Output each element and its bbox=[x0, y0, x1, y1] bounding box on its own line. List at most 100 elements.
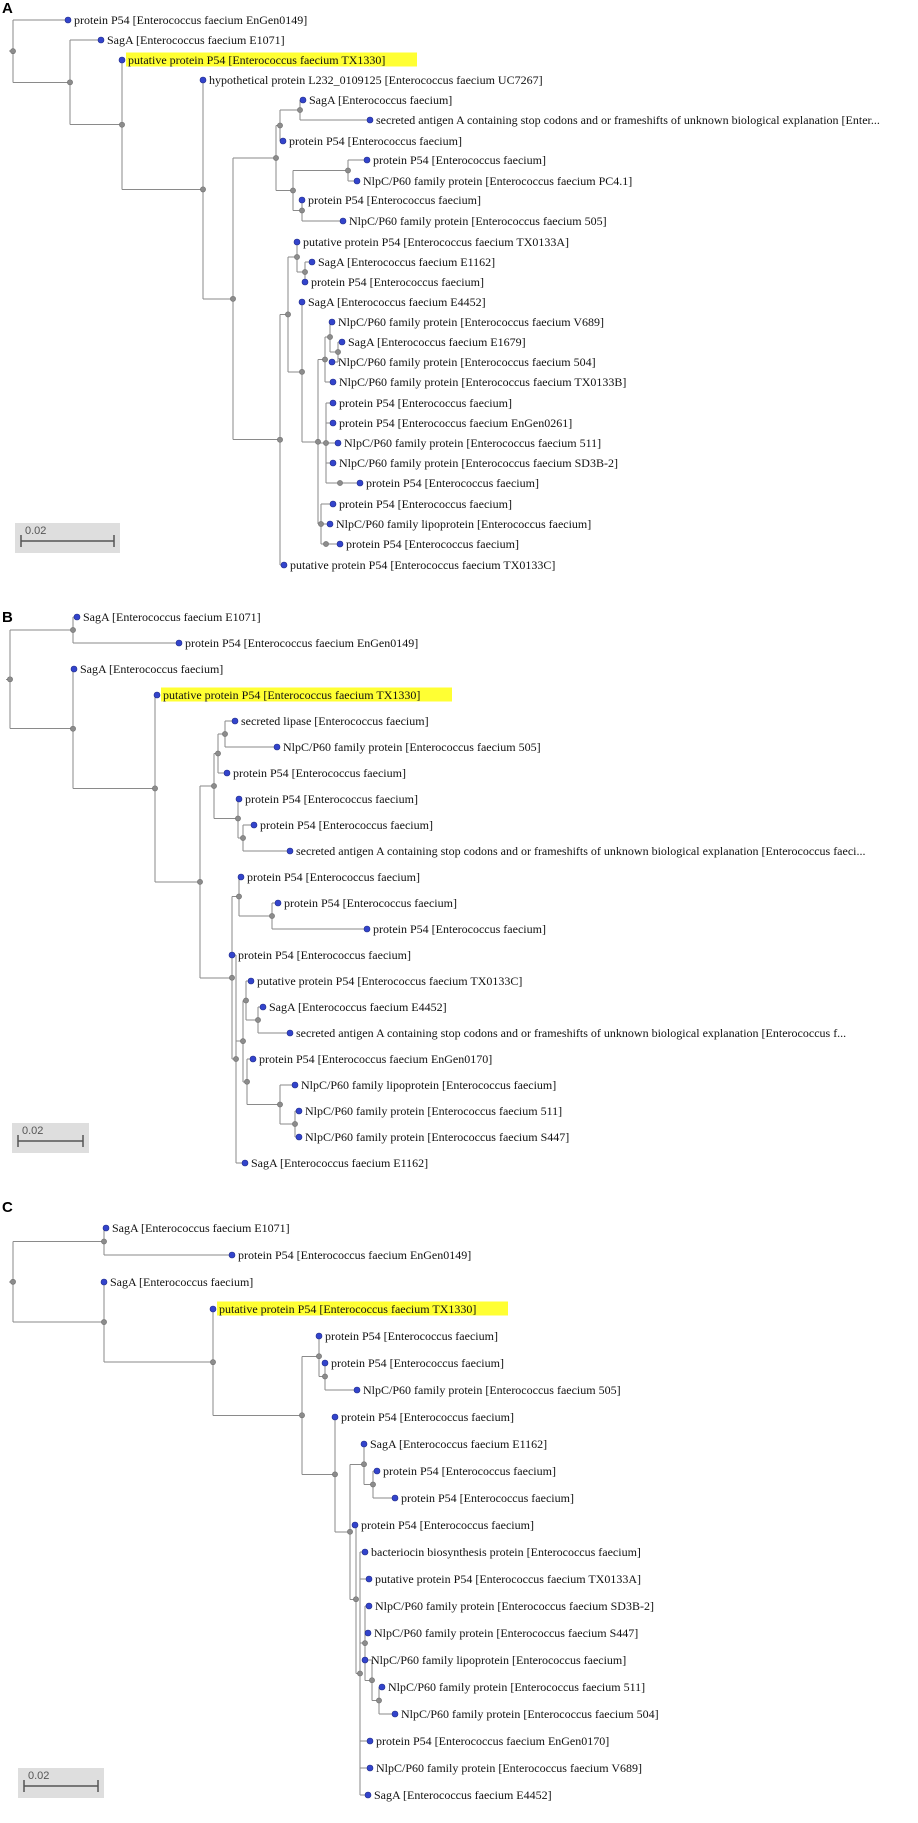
internal-node bbox=[299, 1412, 305, 1419]
internal-node bbox=[345, 167, 351, 174]
leaf-label: protein P54 [Enterococcus faecium] bbox=[247, 870, 420, 884]
leaf-node bbox=[339, 217, 347, 225]
leaf-node bbox=[209, 1305, 217, 1313]
leaf-node bbox=[365, 1602, 373, 1610]
leaf-node bbox=[351, 1521, 359, 1529]
internal-node bbox=[315, 438, 321, 445]
leaf-node bbox=[199, 76, 207, 84]
leaf-node bbox=[328, 318, 336, 326]
leaf-label: protein P54 [Enterococcus faecium] bbox=[339, 497, 512, 511]
leaf-node bbox=[286, 1029, 294, 1037]
leaf-label: putative protein P54 [Enterococcus faeci… bbox=[290, 558, 555, 572]
leaf-label: protein P54 [Enterococcus faecium EnGen0… bbox=[376, 1734, 609, 1748]
leaf-label: NlpC/P60 family protein [Enterococcus fa… bbox=[363, 174, 632, 188]
leaf-label: protein P54 [Enterococcus faecium] bbox=[325, 1329, 498, 1343]
internal-node bbox=[302, 269, 308, 275]
internal-node bbox=[322, 356, 328, 363]
leaf-label: NlpC/P60 family protein [Enterococcus fa… bbox=[376, 1761, 642, 1775]
leaf-node bbox=[100, 1278, 108, 1286]
leaf-label: NlpC/P60 family lipoprotein [Enterococcu… bbox=[371, 1653, 626, 1667]
leaf-node bbox=[329, 419, 337, 427]
leaf-label: protein P54 [Enterococcus faecium] bbox=[245, 792, 418, 806]
leaf-label: NlpC/P60 family lipoprotein [Enterococcu… bbox=[301, 1078, 556, 1092]
internal-node bbox=[353, 1596, 359, 1603]
leaf-node bbox=[391, 1710, 399, 1718]
leaf-node bbox=[250, 821, 258, 829]
internal-node bbox=[101, 1238, 107, 1245]
leaf-node bbox=[228, 951, 236, 959]
leaf-node bbox=[259, 1003, 267, 1011]
scale-bar-background bbox=[18, 1768, 104, 1798]
leaf-label: putative protein P54 [Enterococcus faeci… bbox=[128, 53, 385, 67]
leaf-label: NlpC/P60 family protein [Enterococcus fa… bbox=[283, 740, 541, 754]
leaf-label: secreted antigen A containing stop codon… bbox=[376, 113, 880, 127]
internal-node bbox=[294, 254, 300, 260]
leaf-node bbox=[235, 795, 243, 803]
leaf-node bbox=[249, 1055, 257, 1063]
internal-node bbox=[210, 1359, 216, 1366]
internal-node bbox=[362, 1640, 368, 1647]
leaf-node bbox=[274, 899, 282, 907]
scale-bar-background bbox=[15, 523, 120, 553]
internal-node bbox=[70, 627, 76, 633]
leaf-node bbox=[153, 691, 161, 699]
leaf-node bbox=[363, 156, 371, 164]
leaf-label: protein P54 [Enterococcus faecium] bbox=[346, 537, 519, 551]
internal-node bbox=[240, 835, 246, 841]
leaf-node bbox=[231, 717, 239, 725]
internal-node bbox=[292, 1121, 298, 1127]
internal-node bbox=[277, 436, 283, 443]
leaf-label: protein P54 [Enterococcus faecium] bbox=[260, 818, 433, 832]
leaf-node bbox=[295, 1133, 303, 1141]
leaf-node bbox=[361, 1548, 369, 1556]
leaf-node bbox=[279, 137, 287, 145]
leaf-node bbox=[334, 439, 342, 447]
leaf-label: protein P54 [Enterococcus faecium] bbox=[383, 1464, 556, 1478]
leaf-label: bacteriocin biosynthesis protein [Entero… bbox=[371, 1545, 641, 1559]
leaf-node bbox=[356, 479, 364, 487]
internal-node bbox=[222, 731, 228, 737]
internal-node bbox=[229, 974, 235, 981]
leaf-label: SagA [Enterococcus faecium E1071] bbox=[83, 610, 261, 624]
leaf-label: NlpC/P60 family lipoprotein [Enterococcu… bbox=[336, 517, 591, 531]
leaf-label: NlpC/P60 family protein [Enterococcus fa… bbox=[363, 1383, 621, 1397]
leaf-label: putative protein P54 [Enterococcus faeci… bbox=[219, 1302, 476, 1316]
leaf-label: protein P54 [Enterococcus faecium] bbox=[284, 896, 457, 910]
internal-node bbox=[323, 541, 329, 547]
leaf-label: protein P54 [Enterococcus faecium] bbox=[289, 134, 462, 148]
internal-node bbox=[299, 368, 305, 375]
internal-node bbox=[335, 349, 341, 355]
internal-node bbox=[233, 1056, 239, 1062]
leaf-label: NlpC/P60 family protein [Enterococcus fa… bbox=[305, 1104, 562, 1118]
leaf-node bbox=[353, 177, 361, 185]
scale-bar: 0.02 bbox=[12, 1123, 89, 1153]
leaf-node bbox=[361, 1656, 369, 1664]
leaf-node bbox=[353, 1386, 361, 1394]
internal-node bbox=[10, 48, 16, 55]
scale-bar-background bbox=[12, 1123, 89, 1153]
leaf-label: SagA [Enterococcus faecium E1071] bbox=[112, 1221, 290, 1235]
leaf-node bbox=[298, 298, 306, 306]
internal-node bbox=[277, 1101, 283, 1108]
leaf-label: NlpC/P60 family protein [Enterococcus fa… bbox=[305, 1130, 569, 1144]
internal-node bbox=[255, 1017, 261, 1023]
internal-node bbox=[357, 1670, 363, 1677]
internal-node bbox=[347, 1528, 353, 1535]
internal-node bbox=[316, 1353, 322, 1360]
scale-bar-label: 0.02 bbox=[22, 1125, 43, 1137]
leaf-label: NlpC/P60 family protein [Enterococcus fa… bbox=[374, 1626, 638, 1640]
leaf-label: SagA [Enterococcus faecium] bbox=[309, 93, 452, 107]
internal-node bbox=[299, 207, 305, 214]
leaf-node bbox=[237, 873, 245, 881]
highlighted-leaf-background bbox=[161, 687, 452, 702]
leaf-label: NlpC/P60 family protein [Enterococcus fa… bbox=[349, 214, 607, 228]
scale-bar-label: 0.02 bbox=[28, 1770, 49, 1782]
leaf-label: protein P54 [Enterococcus faecium EnGen0… bbox=[238, 1248, 471, 1262]
leaf-label: putative protein P54 [Enterococcus faeci… bbox=[257, 974, 522, 988]
leaf-node bbox=[298, 196, 306, 204]
leaf-node bbox=[391, 1494, 399, 1502]
leaf-label: protein P54 [Enterococcus faecium EnGen0… bbox=[259, 1052, 492, 1066]
highlighted-leaf-background bbox=[217, 1301, 508, 1316]
leaf-label: protein P54 [Enterococcus faecium] bbox=[341, 1410, 514, 1424]
